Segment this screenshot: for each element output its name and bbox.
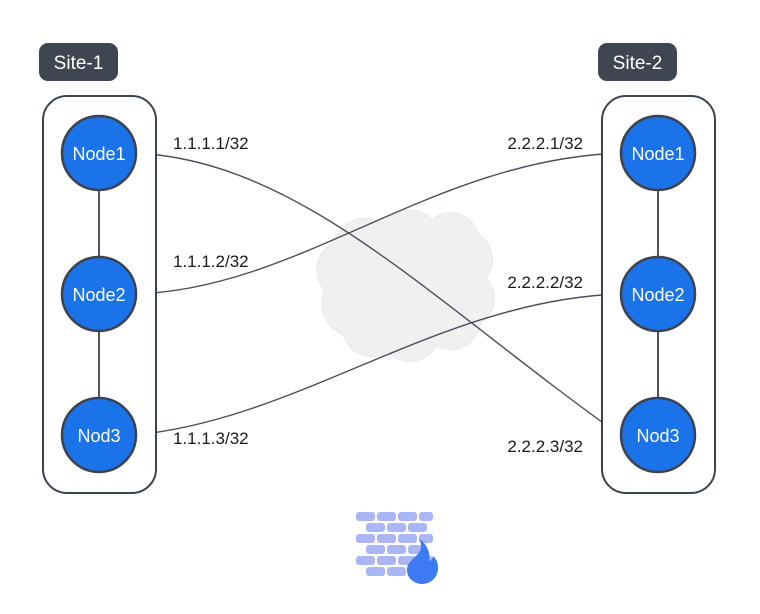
link-site1node3-site2node2 xyxy=(133,293,621,436)
node-label: Node2 xyxy=(631,285,684,305)
node-circle[interactable] xyxy=(60,114,138,192)
node-circle[interactable] xyxy=(60,396,138,474)
ip-label-site2-node3: 2.2.2.3/32 xyxy=(507,437,583,456)
badge-label: Site-1 xyxy=(54,53,104,74)
node-label: Node2 xyxy=(72,285,125,305)
ip-label-site1-node3: 1.1.1.3/32 xyxy=(173,429,249,448)
firewall-icon xyxy=(356,512,438,584)
node-circle[interactable] xyxy=(619,396,697,474)
ip-label-site2-node1: 2.2.2.1/32 xyxy=(507,134,583,153)
site-2-node-node2[interactable]: Node2 xyxy=(619,255,697,333)
site-1-badge[interactable]: Site-1 xyxy=(39,43,118,81)
node-label: Node1 xyxy=(631,144,684,164)
firewall-flame xyxy=(407,539,438,584)
link-site1node2-site2node1 xyxy=(133,152,621,295)
site-2-node-node1[interactable]: Node1 xyxy=(619,114,697,192)
node-circle[interactable] xyxy=(619,114,697,192)
badge-background xyxy=(39,43,118,81)
inter-site-links xyxy=(133,152,621,436)
ip-label-site1-node2: 1.1.1.2/32 xyxy=(173,252,249,271)
node-circle[interactable] xyxy=(619,255,697,333)
site-2-node-node3[interactable]: Nod3 xyxy=(619,396,697,474)
ip-label-site2-node2: 2.2.2.2/32 xyxy=(507,273,583,292)
node-label: Node1 xyxy=(72,144,125,164)
badge-background xyxy=(598,43,677,81)
site-1-node-node2[interactable]: Node2 xyxy=(60,255,138,333)
node-label: Nod3 xyxy=(77,426,120,446)
site-2-badge[interactable]: Site-2 xyxy=(598,43,677,81)
site-1-node-node3[interactable]: Nod3 xyxy=(60,396,138,474)
node-label: Nod3 xyxy=(636,426,679,446)
site-1-node-node1[interactable]: Node1 xyxy=(60,114,138,192)
ip-label-site1-node1: 1.1.1.1/32 xyxy=(173,134,249,153)
node-circle[interactable] xyxy=(60,255,138,333)
link-site1node1-site2node3 xyxy=(133,152,621,436)
network-cloud xyxy=(316,209,495,363)
badge-label: Site-2 xyxy=(613,53,663,74)
